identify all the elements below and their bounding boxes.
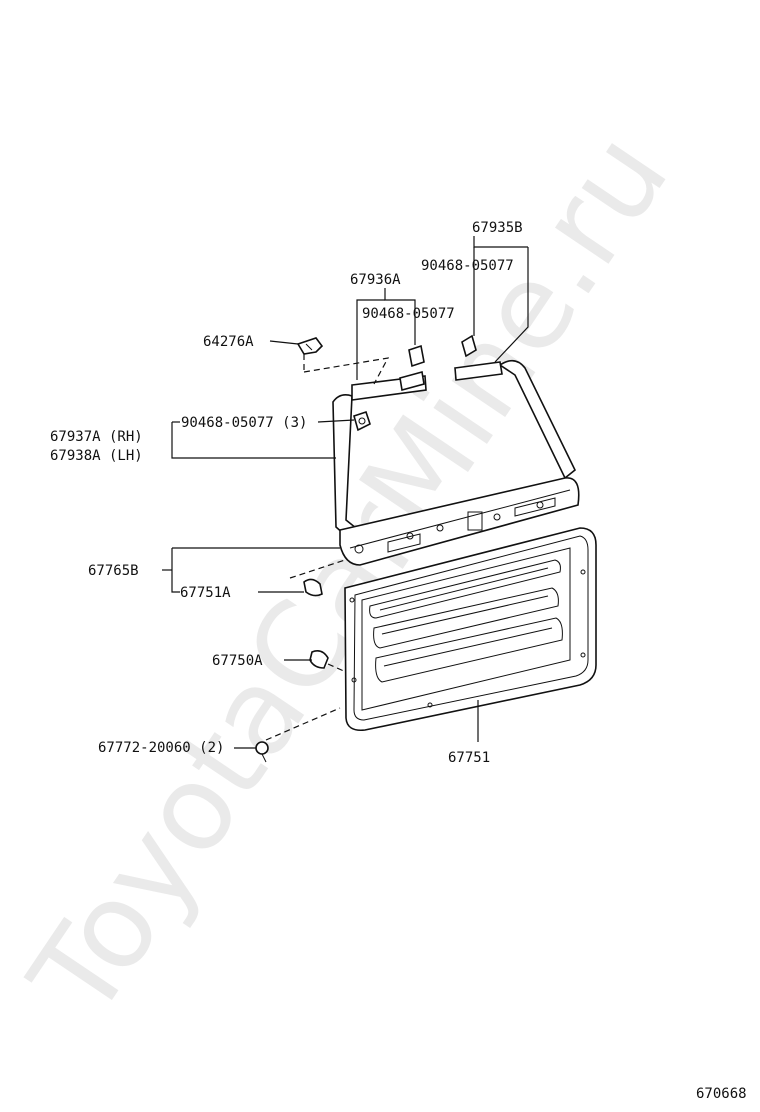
label-67751A: 67751A <box>180 585 231 601</box>
label-90468-05077-b: 90468-05077 <box>362 306 455 322</box>
label-67772-20060: 67772-20060 (2) <box>98 740 224 756</box>
diagram-id: 670668 <box>696 1086 747 1102</box>
label-90468-05077-a: 90468-05077 <box>421 258 514 274</box>
label-67751: 67751 <box>448 750 490 766</box>
clip-90468-b <box>399 344 425 392</box>
parts-drawing <box>255 334 597 763</box>
part-labels: 67935B 90468-05077 67936A 90468-05077 64… <box>50 220 747 1102</box>
label-67938A: 67938A (LH) <box>50 448 143 464</box>
clip-90468-a <box>461 334 477 358</box>
clip-90468-c <box>353 410 371 432</box>
leader-lines <box>162 236 529 749</box>
label-67937A: 67937A (RH) <box>50 429 143 445</box>
clip-67750A <box>309 650 329 669</box>
label-67935B: 67935B <box>472 220 523 236</box>
label-67750A: 67750A <box>212 653 263 669</box>
upper-garnish-frame <box>332 359 580 566</box>
clip-67751A <box>303 578 323 597</box>
label-64276A: 64276A <box>203 334 254 350</box>
label-67765B: 67765B <box>88 563 139 579</box>
label-67936A: 67936A <box>350 272 401 288</box>
clip-64276A <box>296 337 324 355</box>
door-trim-board-67751 <box>344 527 597 732</box>
label-90468-05077-c: 90468-05077 (3) <box>181 415 307 431</box>
